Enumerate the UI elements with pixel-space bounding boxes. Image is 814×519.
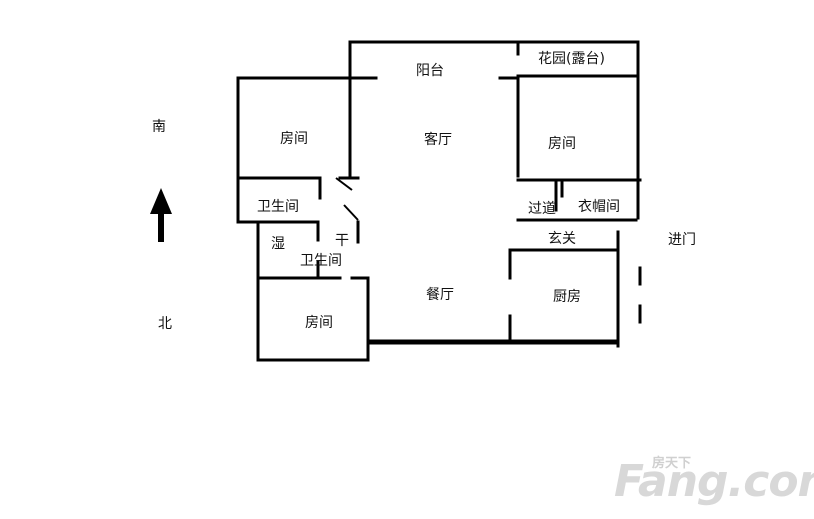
room-cloakroom: 衣帽间 bbox=[578, 199, 620, 215]
door-swing-b bbox=[335, 177, 353, 191]
room-foyer: 玄关 bbox=[548, 231, 576, 247]
room-dining: 餐厅 bbox=[426, 287, 454, 303]
compass-north-label: 北 bbox=[158, 316, 172, 332]
room-dry-area: 干 bbox=[335, 233, 349, 249]
room-kitchen: 厨房 bbox=[553, 289, 581, 305]
room-balcony: 阳台 bbox=[416, 63, 444, 79]
compass-south-label: 南 bbox=[152, 119, 166, 135]
room-living: 客厅 bbox=[424, 132, 452, 148]
room-bedroom-nw: 房间 bbox=[280, 131, 308, 147]
room-corridor: 过道 bbox=[528, 201, 556, 217]
room-bathroom-mid: 卫生间 bbox=[300, 253, 342, 269]
room-bathroom-top: 卫生间 bbox=[257, 199, 299, 215]
room-garden: 花园(露台) bbox=[538, 51, 605, 67]
watermark-sub: 房天下 bbox=[652, 456, 692, 471]
room-bedroom-ne: 房间 bbox=[548, 136, 576, 152]
door-swing-a bbox=[343, 204, 359, 221]
room-entrance: 进门 bbox=[668, 232, 696, 248]
room-bedroom-sw: 房间 bbox=[305, 315, 333, 331]
watermark-logo: Fang.com bbox=[614, 456, 814, 507]
room-wet-area: 湿 bbox=[271, 236, 285, 252]
